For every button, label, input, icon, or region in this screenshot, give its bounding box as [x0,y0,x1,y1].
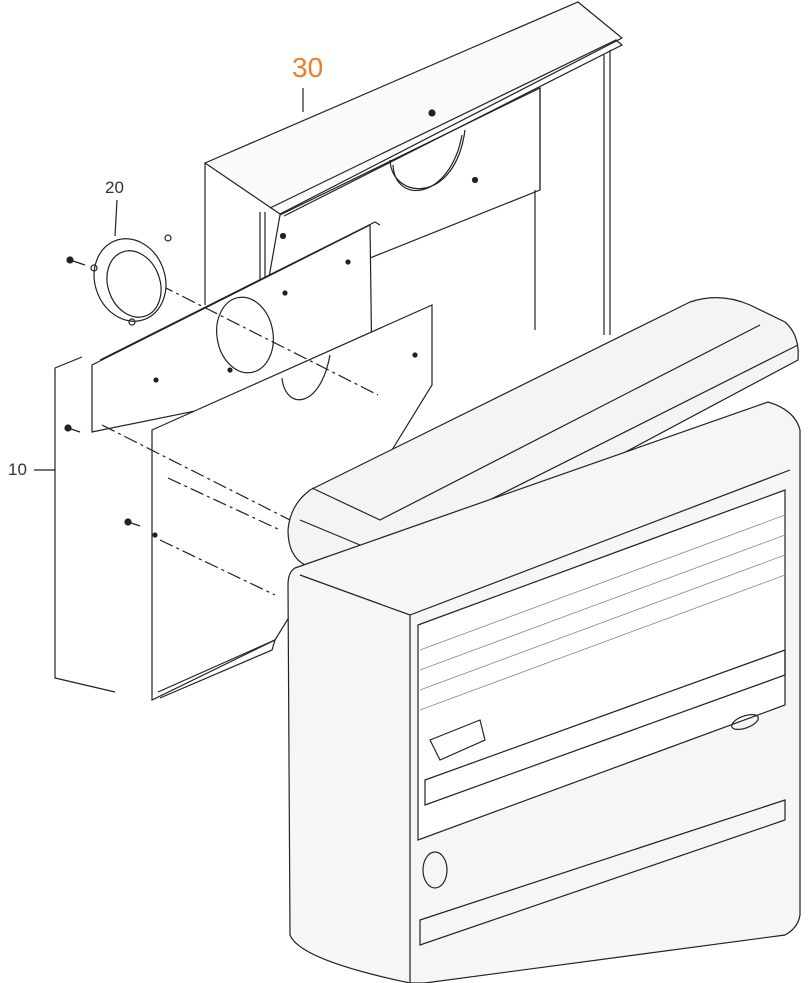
leader-line-20 [114,199,118,237]
part-label-30: 30 [292,52,324,83]
part-30-back-housing[interactable] [203,1,624,395]
part-20-flue-ring[interactable] [66,229,177,332]
part-label-20: 20 [105,178,124,197]
screw-icon [66,256,86,266]
part-10-plates[interactable] [64,221,433,701]
bracket-10 [54,356,116,693]
screw-icon [124,518,141,527]
part-label-10: 10 [8,460,27,479]
screw-icon [64,424,81,433]
front-cover-body[interactable] [287,401,801,983]
